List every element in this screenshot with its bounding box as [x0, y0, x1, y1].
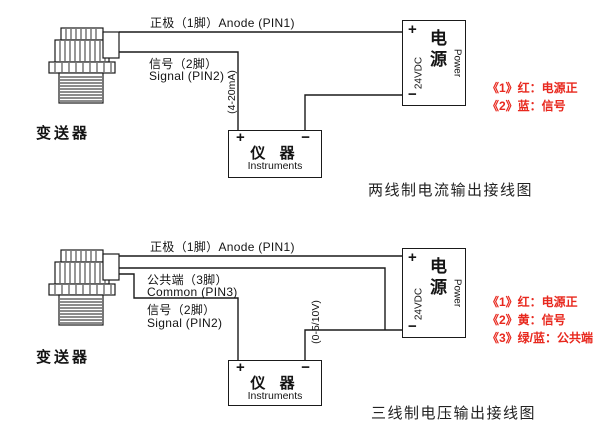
- transmitter-connector: [102, 31, 120, 59]
- transmitter-thread: [58, 72, 104, 104]
- common-pin3-label-cn: 公共端（3脚）: [147, 273, 228, 287]
- power-box: + − 电 源 24VDC Power: [402, 248, 466, 338]
- transmitter-connector: [102, 253, 120, 281]
- transmitter-thread: [58, 294, 104, 326]
- diagram-title-two-wire: 两线制电流输出接线图: [368, 182, 534, 199]
- power-minus-terminal: −: [408, 318, 417, 335]
- power-plus-terminal: +: [408, 249, 417, 266]
- transmitter-thread-lines: [60, 298, 102, 324]
- power-voltage-label: 24VDC: [413, 56, 425, 90]
- wire-signal-to-instrument-plus: [119, 273, 239, 360]
- signal-pin2-label-en: Signal (PIN2): [149, 69, 225, 83]
- instrument-name-en: Instruments: [247, 390, 303, 402]
- transmitter-label: 变送器: [36, 125, 91, 142]
- wiring-note-2: 《2》蓝：信号: [487, 99, 566, 113]
- instrument-box: + − 仪 器 Instruments: [228, 130, 322, 178]
- power-minus-terminal: −: [408, 86, 417, 103]
- transmitter-plug-ribs: [65, 251, 97, 261]
- transmitter-body: [54, 39, 110, 63]
- transmitter-thread-lines: [60, 76, 102, 102]
- signal-pin2-label-en: Signal (PIN2): [147, 316, 223, 330]
- wire-signal-to-instrument-plus: [119, 51, 239, 130]
- transmitter-symbol: [48, 249, 120, 326]
- power-box: + − 电 源 24VDC Power: [402, 20, 466, 106]
- transmitter-flange-ribs: [54, 285, 112, 294]
- wiring-note-1: 《1》红：电源正: [487, 81, 578, 95]
- transmitter-symbol: [48, 27, 120, 104]
- power-plus-terminal: +: [408, 21, 417, 38]
- wire-instrument-minus-to-power-minus: [304, 329, 402, 360]
- instrument-name-cn: 仪 器: [250, 375, 300, 392]
- power-name-en: Power: [451, 278, 463, 308]
- instrument-minus-terminal: −: [301, 129, 310, 146]
- transmitter-plug: [60, 249, 104, 263]
- transmitter-plug-ribs: [65, 29, 97, 39]
- anode-pin1-label: 正极（1脚）Anode (PIN1): [150, 240, 295, 254]
- instrument-minus-terminal: −: [301, 359, 310, 376]
- transmitter-hex-flange: [48, 283, 116, 296]
- anode-pin1-label: 正极（1脚）Anode (PIN1): [150, 16, 295, 30]
- signal-pin2-label-cn: 信号（2脚）: [147, 303, 216, 317]
- power-name-cn-1: 电: [430, 257, 447, 276]
- transmitter-flange-ribs: [54, 63, 112, 72]
- transmitter-label: 变送器: [36, 349, 91, 366]
- transmitter-body: [54, 261, 110, 285]
- diagram-title-three-wire: 三线制电压输出接线图: [371, 405, 537, 422]
- wiring-note-3: 《3》绿/蓝：公共端: [487, 331, 594, 345]
- transmitter-hex-flange: [48, 61, 116, 74]
- instrument-name-cn: 仪 器: [250, 145, 300, 162]
- common-pin3-label-en: Common (PIN3): [147, 285, 238, 299]
- wiring-note-2: 《2》黄：信号: [487, 313, 566, 327]
- transmitter-body-ribs: [59, 263, 106, 283]
- wire-instrument-minus-to-power-minus: [304, 94, 402, 130]
- power-name-cn-2: 源: [430, 50, 447, 69]
- loop-current-range-label: (4-20mA): [226, 70, 238, 114]
- power-name-en: Power: [451, 48, 463, 78]
- instrument-plus-terminal: +: [236, 359, 245, 376]
- instrument-box: + − 仪 器 Instruments: [228, 360, 322, 406]
- transmitter-plug: [60, 27, 104, 41]
- signal-pin2-label-cn: 信号（2脚）: [149, 57, 218, 71]
- instrument-plus-terminal: +: [236, 129, 245, 146]
- transmitter-body-ribs: [59, 41, 106, 61]
- power-voltage-label: 24VDC: [413, 287, 425, 321]
- wire-common: [119, 267, 386, 330]
- power-name-cn-2: 源: [430, 278, 447, 297]
- output-voltage-range-label: (0-5/10V): [310, 300, 322, 344]
- wiring-note-1: 《1》红：电源正: [487, 295, 578, 309]
- power-name-cn-1: 电: [430, 29, 447, 48]
- instrument-name-en: Instruments: [247, 160, 303, 172]
